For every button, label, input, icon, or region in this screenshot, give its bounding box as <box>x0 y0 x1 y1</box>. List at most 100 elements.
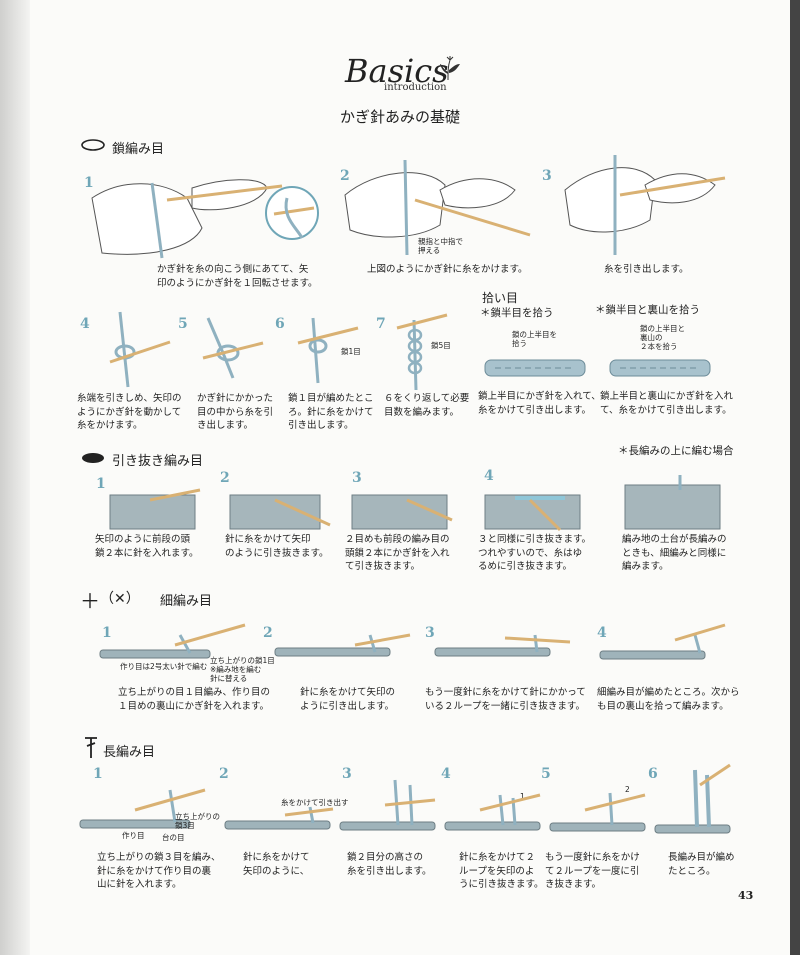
slip-step-3-number: 3 <box>352 470 362 486</box>
double-step-1-label-a: 作り目 <box>122 831 145 840</box>
double-crochet-symbol-icon <box>85 737 97 758</box>
double-step-3-caption: 鎖２目分の高さの 糸を引き出します。 <box>347 852 432 877</box>
chain-step-2-caption: 上図のようにかぎ針に糸をかけます。 <box>367 264 528 275</box>
hands-hook-illustration <box>91 179 319 259</box>
brand-title: Basics <box>345 52 449 90</box>
pickup-b-heading: ＊鎖半目と裏山を拾う <box>595 304 700 316</box>
double-step-5-illustration <box>549 792 646 832</box>
page-edge-shadow <box>790 0 800 955</box>
pickup-b-label: 鎖の上半目と 裏山の ２本を拾う <box>640 324 685 351</box>
double-step-2-caption: 針に糸をかけて 矢印のように、 <box>243 852 310 877</box>
double-step-6-illustration <box>654 763 731 834</box>
chain-step-4-illustration <box>109 311 171 388</box>
double-step-4-label: 1 <box>520 792 525 801</box>
chain-step-1-caption: かぎ針を糸の向こう側にあてて、矢 印のようにかぎ針を１回転させます。 <box>157 264 318 289</box>
slip-step-4-illustration <box>484 494 581 532</box>
slip-stitch-symbol-icon <box>82 453 104 463</box>
chain-step-3-caption: 糸を引き出します。 <box>604 264 689 275</box>
chain-step-3-number: 3 <box>542 168 552 184</box>
double-step-5-label: 2 <box>625 785 630 794</box>
single-step-2-number: 2 <box>263 625 273 641</box>
single-step-3-caption: もう一度針に糸をかけて針にかかって いる２ループを一緒に引き抜きます。 <box>425 687 586 712</box>
double-step-1-number: 1 <box>93 766 103 782</box>
pickup-a-caption: 鎖上半目にかぎ針を入れて、 糸をかけて引き出します。 <box>478 391 601 416</box>
double-step-4-illustration <box>444 793 541 831</box>
single-step-3-number: 3 <box>425 625 435 641</box>
pickup-b-caption: 鎖上半目と裏山にかぎ針を入れ て、糸をかけて引き出します。 <box>600 391 734 416</box>
single-step-1-illustration <box>99 623 246 659</box>
slip-on-double-illustration <box>624 475 721 530</box>
double-step-5-caption: もう一度針に糸をかけ て２ループを一度に引 き抜きます。 <box>545 852 640 890</box>
slip-note-caption: 編み地の土台が長編みの ときも、細編みと同様に 編みます。 <box>622 534 727 572</box>
page-title: かぎ針あみの基礎 <box>340 108 461 126</box>
chain-step-5-illustration <box>202 317 264 379</box>
double-step-6-caption: 長編み目が編め たところ。 <box>668 852 735 877</box>
chain-row-a-illustration <box>484 359 586 377</box>
chain-step-4-caption: 糸端を引きしめ、矢印の ようにかぎ針を動かして 糸をかけます。 <box>77 393 182 431</box>
chain-step-5-caption: かぎ針にかかった 目の中から糸を引 き出します。 <box>197 393 274 431</box>
chain-step-6-caption: 鎖１目が編めたとこ ろ。針に糸をかけて 引き出します。 <box>288 393 374 431</box>
single-step-1-label-a: 作り目は2号太い針で編む <box>120 662 208 671</box>
section-title-slip: 引き抜き編み目 <box>112 454 204 469</box>
single-step-1-label-b: 立ち上がりの鎖1目 ※編み地を編む 針に替える <box>210 656 275 683</box>
slip-step-4-number: 4 <box>484 468 494 484</box>
hands-pull-illustration <box>564 155 726 255</box>
single-step-1-caption: 立ち上がりの目１目編み、作り目の １目めの裏山にかぎ針を入れます。 <box>118 687 271 712</box>
single-step-2-caption: 針に糸をかけて矢印の ように引き出します。 <box>300 687 396 712</box>
chain-step-2-number: 2 <box>340 168 350 184</box>
double-step-2-illustration <box>224 806 334 830</box>
single-step-4-illustration <box>599 623 726 660</box>
chain-stitch-symbol-icon <box>81 139 105 151</box>
slip-note: ＊長編みの上に編む場合 <box>618 445 734 457</box>
single-step-2-illustration <box>274 633 411 657</box>
double-step-1-label-b: 台の目 <box>162 833 185 842</box>
slip-step-1-number: 1 <box>96 476 106 492</box>
pickup-title: 拾い目 <box>482 291 519 305</box>
chain-step-6-illustration <box>297 317 359 384</box>
slip-step-2-number: 2 <box>220 470 230 486</box>
slip-step-2-caption: 針に糸をかけて矢印 のように引き抜きます。 <box>225 534 329 559</box>
double-step-2-number: 2 <box>219 766 229 782</box>
chain-step-5-number: 5 <box>178 316 188 332</box>
double-step-1-caption: 立ち上がりの鎖３目を編み、 針に糸をかけて作り目の裏 山に針を入れます。 <box>97 852 221 890</box>
double-step-2-label: 糸をかけて引き出す <box>281 798 349 807</box>
slip-step-3-caption: ２目めも前段の編み目の 頭鎖２本にかぎ針を入れ て引き抜きます。 <box>345 534 450 572</box>
double-step-4-caption: 針に糸をかけて２ ループを矢印のよ うに引き抜きます。 <box>459 852 544 890</box>
slip-step-1-caption: 矢印のように前段の頭 鎖２本に針を入れます。 <box>95 534 199 559</box>
double-step-1-label-c: 立ち上がりの 鎖3目 <box>175 812 220 830</box>
slip-step-3-illustration <box>351 494 453 530</box>
single-step-1-number: 1 <box>102 625 112 641</box>
double-step-6-number: 6 <box>648 766 658 782</box>
chain-row-b-illustration <box>609 359 711 377</box>
chain-step-6-number: 6 <box>275 316 285 332</box>
chain-step-4-number: 4 <box>80 316 90 332</box>
double-step-5-number: 5 <box>541 766 551 782</box>
section-title-single: 細編み目 <box>160 594 213 609</box>
slip-step-1-illustration <box>109 488 201 530</box>
single-step-4-number: 4 <box>597 625 607 641</box>
chain-step-2-label: 親指と中指で 押える <box>418 237 463 255</box>
pickup-a-label: 鎖の上半目を 拾う <box>512 330 557 348</box>
single-step-4-caption: 細編み目が編めたところ。次から も目の裏山を拾って編みます。 <box>597 687 740 712</box>
double-step-3-illustration <box>339 779 436 831</box>
single-crochet-x-symbol-icon: （✕） <box>100 591 140 607</box>
double-step-4-number: 4 <box>441 766 451 782</box>
section-title-double: 長編み目 <box>103 745 156 760</box>
brand-subtitle: introduction <box>384 82 447 93</box>
pickup-a-heading: ＊鎖半目を拾う <box>480 307 554 319</box>
double-step-3-number: 3 <box>342 766 352 782</box>
chain-step-1-number: 1 <box>84 175 94 191</box>
single-step-3-illustration <box>434 634 571 657</box>
hands-yarn-illustration <box>344 159 531 256</box>
chain-step-7-illustration <box>396 313 448 391</box>
double-step-1-illustration <box>79 788 206 829</box>
chain-step-7-number: 7 <box>376 316 386 332</box>
slip-step-4-caption: ３と同様に引き抜きます。 つれやすいので、糸はゆ るめに引き抜きます。 <box>478 534 592 572</box>
book-spine-shadow <box>0 0 30 955</box>
chain-step-7-label: 鎖5目 <box>431 341 451 350</box>
section-title-chain: 鎖編み目 <box>112 142 165 157</box>
chain-step-6-label: 鎖1目 <box>341 347 361 356</box>
single-crochet-plus-symbol-icon: ＋ <box>80 589 100 613</box>
slip-step-2-illustration <box>229 494 331 530</box>
